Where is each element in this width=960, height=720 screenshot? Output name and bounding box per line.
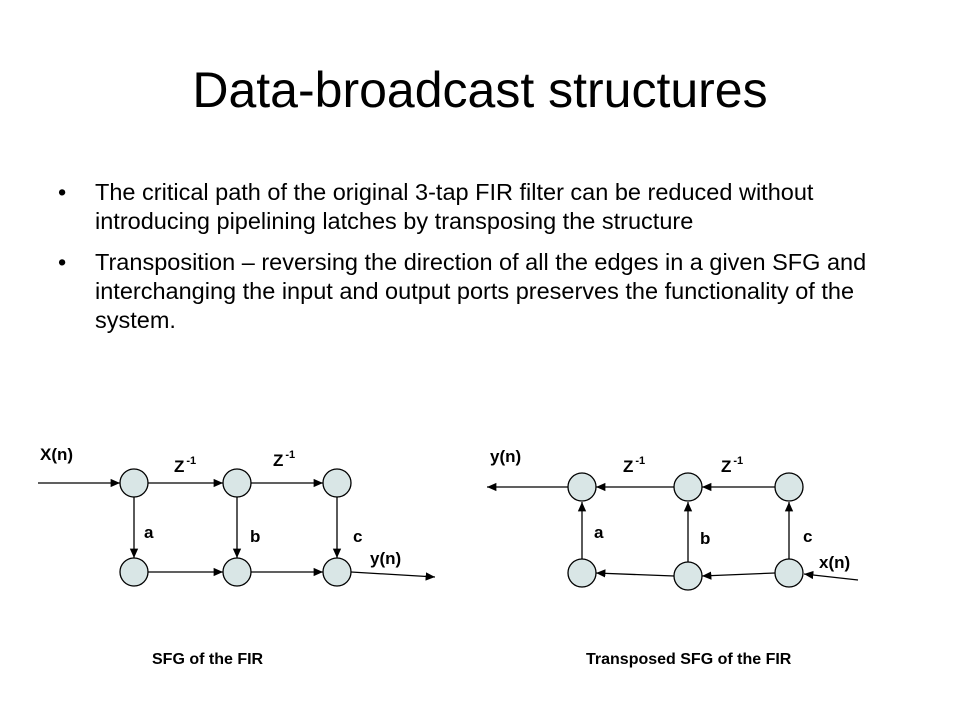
node-bottom-3 xyxy=(774,558,804,588)
coef-label-c: c xyxy=(353,527,362,546)
delay-label-2: Z-1 xyxy=(721,455,743,476)
slide-title: Data-broadcast structures xyxy=(192,62,768,118)
bullet-list: • The critical path of the original 3-ta… xyxy=(55,178,915,347)
node-top-2 xyxy=(222,468,252,498)
input-label: x(n) xyxy=(819,553,850,572)
delay-label-1: Z-1 xyxy=(174,455,196,476)
delay-base: Z xyxy=(273,451,283,470)
node-bottom-2 xyxy=(673,561,703,591)
delay-label-2: Z-1 xyxy=(273,449,295,470)
node-top-3 xyxy=(774,472,804,502)
output-edge xyxy=(350,571,436,581)
node-bottom-3 xyxy=(322,557,352,587)
bullet-item: • The critical path of the original 3-ta… xyxy=(55,178,915,236)
coef-label-c: c xyxy=(803,527,812,546)
sfg-transposed: y(n) Z-1 Z-1 a b c x(n) Transposed SFG o… xyxy=(487,447,859,668)
node-bottom-1 xyxy=(119,557,149,587)
bullet-item: • Transposition – reversing the directio… xyxy=(55,248,915,335)
node-top-1 xyxy=(567,472,597,502)
coef-label-a: a xyxy=(594,523,604,542)
input-label: X(n) xyxy=(40,445,73,464)
output-label: y(n) xyxy=(370,549,401,568)
delay-exponent: -1 xyxy=(285,449,295,461)
delay-base: Z xyxy=(174,457,184,476)
bullet-dot: • xyxy=(58,249,67,275)
delay-label-1: Z-1 xyxy=(623,455,645,476)
caption-transposed: Transposed SFG of the FIR xyxy=(586,651,792,668)
coef-label-b: b xyxy=(700,529,710,548)
delay-exponent: -1 xyxy=(733,455,743,467)
output-label: y(n) xyxy=(490,447,521,466)
caption-sfg: SFG of the FIR xyxy=(152,651,264,668)
delay-base: Z xyxy=(623,457,633,476)
node-bottom-1 xyxy=(567,558,597,588)
node-top-3 xyxy=(322,468,352,498)
sfg-original: X(n) Z-1 Z-1 a b c y(n) SFG of the FIR xyxy=(38,445,436,668)
delay-exponent: -1 xyxy=(186,455,196,467)
node-bottom-2 xyxy=(222,557,252,587)
broadcast-edge-2 xyxy=(701,571,776,580)
node-top-1 xyxy=(119,468,149,498)
delay-base: Z xyxy=(721,457,731,476)
input-edge xyxy=(803,570,859,581)
delay-exponent: -1 xyxy=(635,455,645,467)
sfg-diagrams: X(n) Z-1 Z-1 a b c y(n) SFG of the FIR y… xyxy=(38,445,859,668)
coef-label-a: a xyxy=(144,523,154,542)
bullet-text: The critical path of the original 3-tap … xyxy=(95,179,814,234)
bullet-text: Transposition – reversing the direction … xyxy=(95,249,867,333)
bullet-dot: • xyxy=(58,179,67,205)
coef-label-b: b xyxy=(250,527,260,546)
node-top-2 xyxy=(673,472,703,502)
broadcast-edge-1 xyxy=(595,569,675,578)
